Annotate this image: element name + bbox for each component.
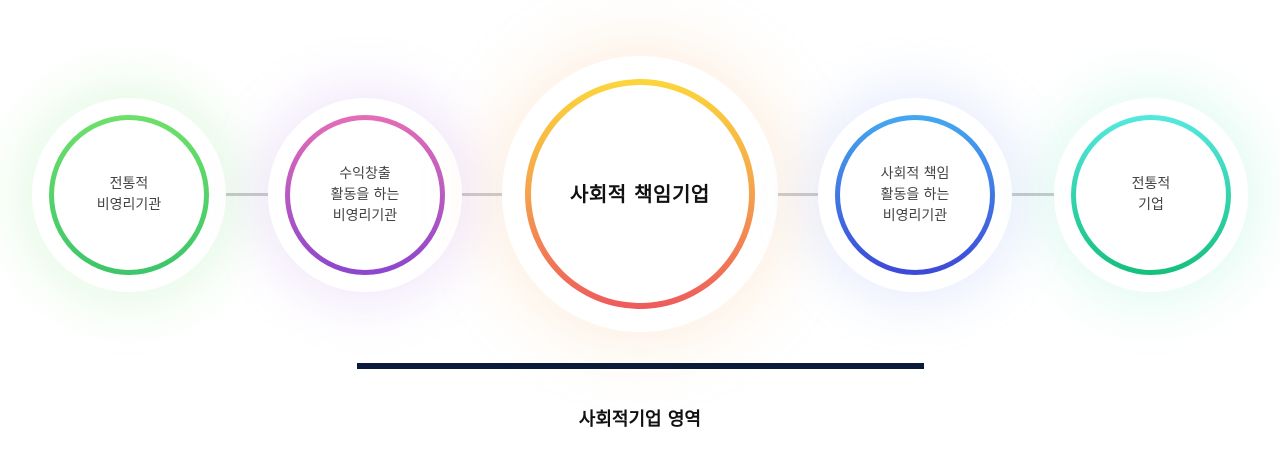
node-ring: 사회적 책임기업 [525,79,755,309]
social-enterprise-range-bar [357,363,924,369]
node-label: 수익창출 활동을 하는 비영리기관 [330,165,400,224]
node-ring: 전통적 비영리기관 [49,115,209,275]
node-label: 사회적 책임 활동을 하는 비영리기관 [880,165,950,224]
node-revenue-nonprofit: 수익창출 활동을 하는 비영리기관 [268,98,462,292]
node-ring: 사회적 책임 활동을 하는 비영리기관 [835,115,995,275]
range-label: 사회적기업 영역 [578,409,702,430]
connector-line [460,193,504,196]
connector-line [1010,193,1056,196]
node-ring: 수익창출 활동을 하는 비영리기관 [285,115,445,275]
node-csr-nonprofit: 사회적 책임 활동을 하는 비영리기관 [818,98,1012,292]
connector-line [776,193,820,196]
node-social-responsibility-company: 사회적 책임기업 [502,56,778,332]
node-ring: 전통적 기업 [1071,115,1231,275]
node-label: 전통적 기업 [1131,176,1171,213]
node-label: 사회적 책임기업 [570,181,710,206]
node-traditional-nonprofit: 전통적 비영리기관 [32,98,226,292]
connector-line [224,193,270,196]
node-label: 전통적 비영리기관 [96,176,162,213]
node-traditional-company: 전통적 기업 [1054,98,1248,292]
